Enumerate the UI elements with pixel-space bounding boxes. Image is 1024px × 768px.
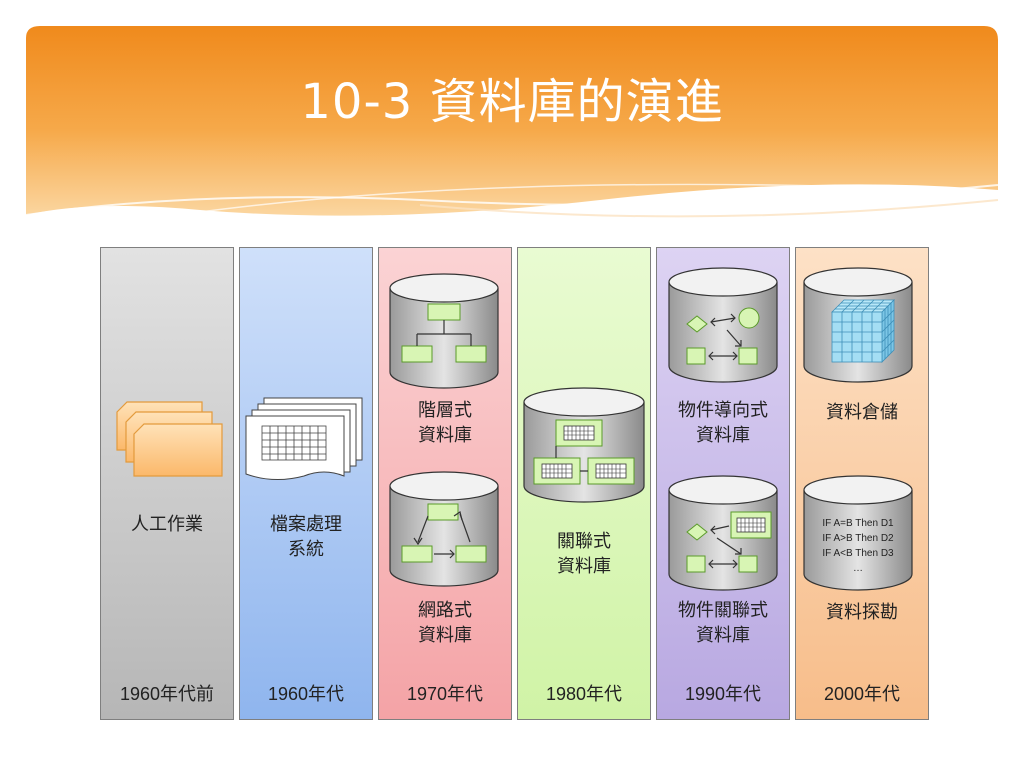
object-relational-db-label: 物件關聯式 資料庫	[656, 598, 790, 648]
hierarchical-db-label-line1: 階層式	[418, 400, 472, 421]
object-oriented-database-icon	[668, 267, 778, 383]
object-oriented-db-label-line2: 資料庫	[696, 425, 750, 446]
network-db-label-line1: 網路式	[418, 600, 472, 621]
era-label-4: 1980年代	[545, 684, 623, 704]
data-mining-label: 資料探勘	[795, 600, 929, 625]
object-oriented-db-label: 物件導向式 資料庫	[656, 398, 790, 448]
object-relational-db-label-line1: 物件關聯式	[678, 600, 768, 621]
hierarchical-db-label: 階層式 資料庫	[378, 398, 512, 448]
object-relational-db-label-line2: 資料庫	[696, 625, 750, 646]
relational-database-icon	[523, 387, 645, 503]
data-mining-icon: IF A=B Then D1 IF A>B Then D2 IF A<B The…	[803, 475, 913, 591]
era-label-3: 1970年代	[406, 684, 484, 704]
relational-db-label-line1: 關聯式	[557, 531, 611, 552]
column-1960s-before	[100, 247, 234, 720]
mining-rule-2: IF A>B Then D2	[822, 533, 894, 544]
mining-rule-3: IF A<B Then D3	[822, 548, 894, 559]
manual-work-label-line1: 人工作業	[131, 514, 203, 535]
paper-stack-icon	[116, 401, 223, 477]
data-warehouse-icon	[803, 267, 913, 383]
era-label-5: 1990年代	[684, 684, 762, 704]
object-oriented-db-label-line1: 物件導向式	[678, 400, 768, 421]
network-db-label: 網路式 資料庫	[378, 598, 512, 648]
column-1960s	[239, 247, 373, 720]
object-relational-database-icon	[668, 475, 778, 591]
era-label-1: 1960年代前	[119, 684, 215, 704]
era-label-2: 1960年代	[267, 684, 345, 704]
page-title: 10-3 資料庫的演進	[300, 74, 724, 130]
era-label-6: 2000年代	[823, 684, 901, 704]
relational-db-label: 關聯式 資料庫	[517, 529, 651, 579]
file-sheets-icon	[245, 397, 363, 480]
relational-db-label-line2: 資料庫	[557, 556, 611, 577]
hierarchical-db-label-line2: 資料庫	[418, 425, 472, 446]
network-db-label-line2: 資料庫	[418, 625, 472, 646]
network-database-icon	[389, 471, 499, 587]
mining-rule-ellipsis: …	[853, 563, 863, 574]
data-mining-label-line1: 資料探勘	[826, 602, 898, 623]
file-system-label: 檔案處理 系統	[239, 512, 373, 562]
data-warehouse-label-line1: 資料倉儲	[826, 402, 898, 423]
file-system-label-line1: 檔案處理	[270, 514, 342, 535]
mining-rule-1: IF A=B Then D1	[822, 518, 894, 529]
manual-work-label: 人工作業	[100, 512, 234, 537]
file-system-label-line2: 系統	[288, 539, 324, 560]
data-warehouse-label: 資料倉儲	[795, 400, 929, 425]
header-banner	[25, 26, 999, 218]
hierarchical-database-icon	[389, 273, 499, 389]
